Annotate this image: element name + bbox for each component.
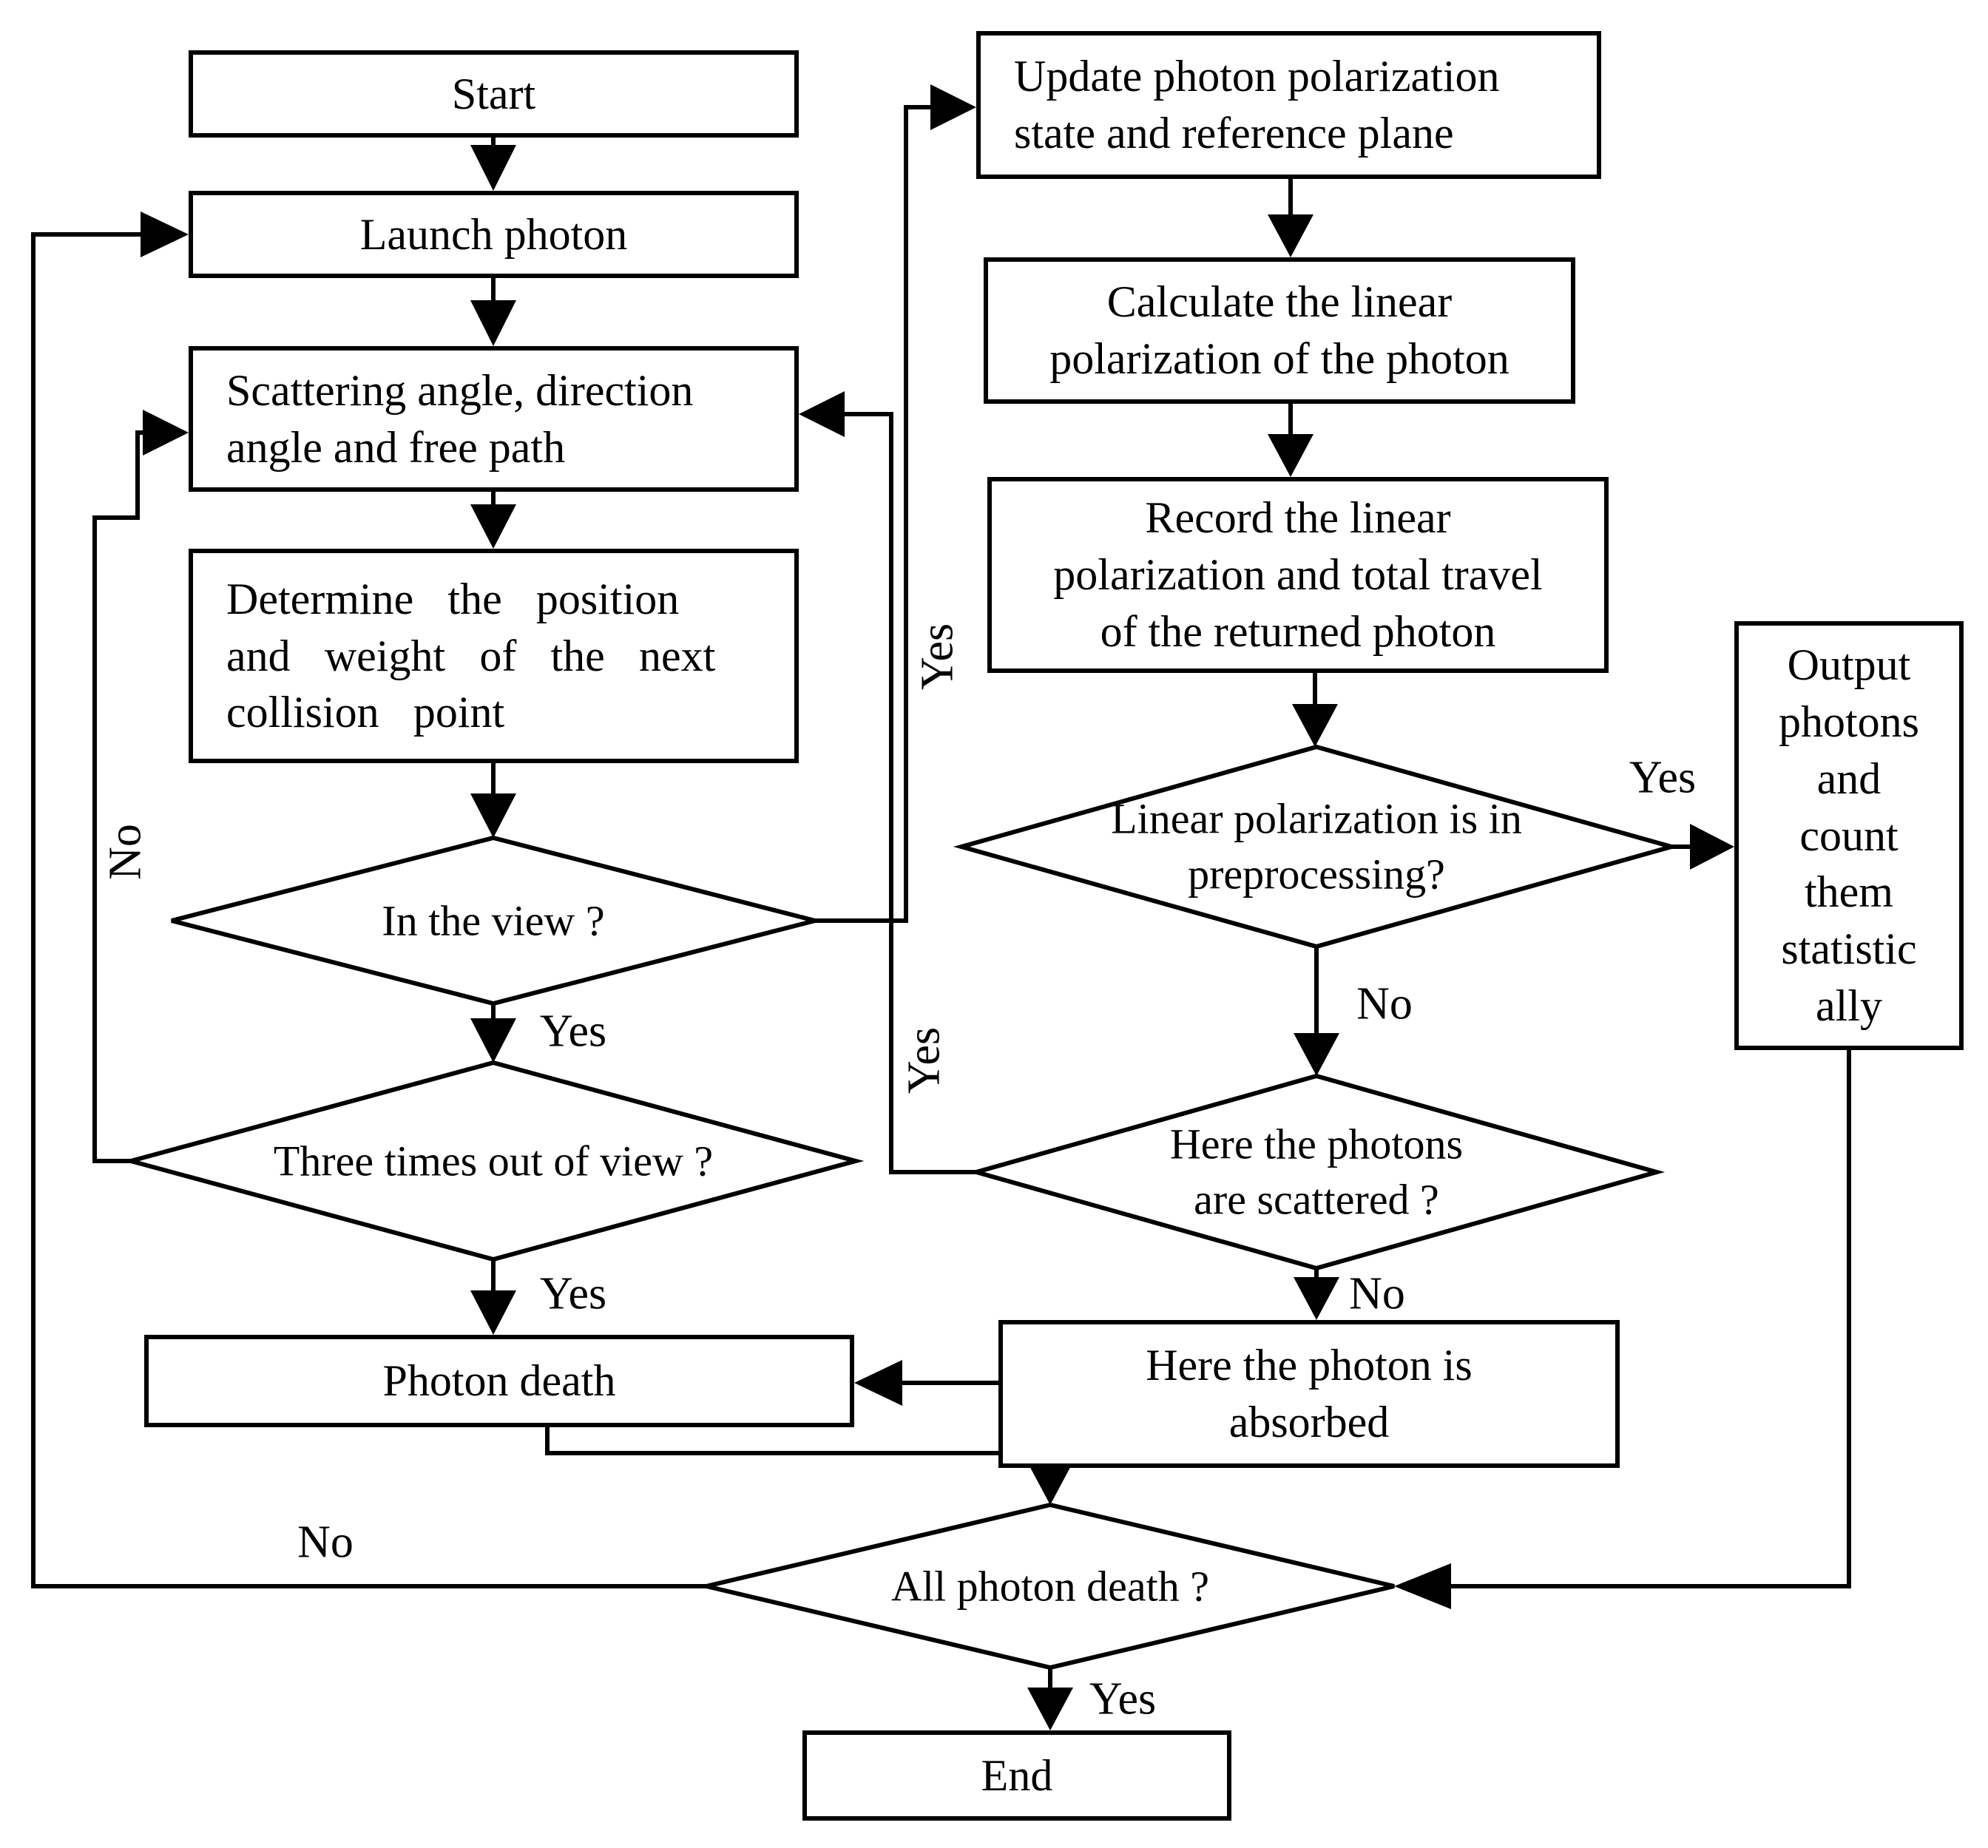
- node-update-polarization: Update photon polarization state and ref…: [976, 31, 1601, 179]
- arrowhead-yes-to-update: [930, 84, 976, 130]
- arrowhead-calculate-record: [1268, 434, 1314, 477]
- label-three-times-no: No: [100, 824, 151, 880]
- diamond-three-times: [122, 1060, 865, 1262]
- label-in-view-yes-right: Yes: [912, 623, 963, 691]
- arrowhead-output-allphoton: [1394, 1563, 1451, 1609]
- node-record-polarization: Record the linear polarization and total…: [987, 477, 1609, 673]
- edge-photondeath-allphoton: [545, 1427, 1052, 1466]
- label-three-times-yes: Yes: [539, 1268, 607, 1319]
- arrowhead-absorbed-photondeath: [854, 1360, 902, 1406]
- diamond-text-three-times: Three times out of view ?: [273, 1137, 714, 1185]
- label-all-photon-no: No: [297, 1517, 354, 1568]
- arrowhead-launch-scattering: [470, 300, 516, 346]
- diamond-preprocessing: [953, 744, 1680, 950]
- node-launch-photon: Launch photon: [189, 191, 799, 278]
- arrowhead-record-preprocessing: [1292, 704, 1338, 747]
- arrowhead-preprocessing-yes-output: [1690, 824, 1734, 870]
- diamond-text-in-view: In the view ?: [382, 896, 605, 945]
- arrowhead-scattered-absorbed: [1294, 1277, 1339, 1320]
- edge-output-allphoton: [1448, 1050, 1851, 1588]
- diamond-in-view: [171, 835, 816, 1006]
- node-end: End: [802, 1730, 1231, 1821]
- diamond-text-scattered: Here the photons are scattered ?: [1169, 1120, 1464, 1224]
- label-preprocessing-no: No: [1356, 978, 1413, 1029]
- edge-scattered-yes-return: [843, 412, 976, 1174]
- arrowhead-no-return-launch: [141, 211, 189, 257]
- arrowhead-scattering-determine: [470, 504, 516, 549]
- edge-threetimes-no-return: [92, 430, 144, 1163]
- node-scattering-angle: Scattering angle, direction angle and fr…: [189, 346, 799, 492]
- arrowhead-photondeath-allphoton: [1027, 1462, 1073, 1505]
- diamond-text-all-photon-death: All photon death ?: [890, 1562, 1210, 1611]
- arrowhead-update-calculate: [1268, 214, 1314, 257]
- node-start: Start: [189, 50, 799, 138]
- diamond-all-photon-death: [706, 1502, 1395, 1671]
- arrowhead-no-return-scattering: [143, 410, 189, 456]
- arrowhead-threetimes-photondeath: [470, 1290, 516, 1335]
- label-preprocessing-yes: Yes: [1629, 752, 1697, 803]
- node-calculate-polarization: Calculate the linear polarization of the…: [984, 257, 1575, 404]
- arrowhead-determine-inview: [470, 793, 516, 838]
- label-scattered-yes: Yes: [899, 1026, 950, 1094]
- edge-inview-yes-to-update: [815, 105, 933, 923]
- diamond-scattered: [967, 1073, 1666, 1271]
- arrowhead-start-launch: [470, 145, 516, 191]
- node-output-photons: Output photons and count them statistic …: [1734, 621, 1964, 1050]
- arrowhead-scattered-yes-scattering: [799, 391, 845, 437]
- arrowhead-inview-threetimes: [470, 1018, 516, 1063]
- node-photon-death: Photon death: [144, 1335, 854, 1427]
- diamond-text-preprocessing: Linear polarization is in preprocessing?: [1111, 794, 1522, 898]
- label-all-photon-yes: Yes: [1089, 1673, 1157, 1725]
- node-determine-position: Determine the position and weight of the…: [189, 549, 799, 763]
- arrowhead-allphoton-end: [1027, 1688, 1073, 1730]
- node-photon-absorbed: Here the photon is absorbed: [998, 1320, 1620, 1468]
- label-in-view-yes: Yes: [539, 1006, 607, 1057]
- label-scattered-no: No: [1349, 1268, 1405, 1319]
- arrowhead-preprocessing-scattered: [1294, 1033, 1339, 1076]
- edge-allphoton-no-return: [31, 232, 706, 1588]
